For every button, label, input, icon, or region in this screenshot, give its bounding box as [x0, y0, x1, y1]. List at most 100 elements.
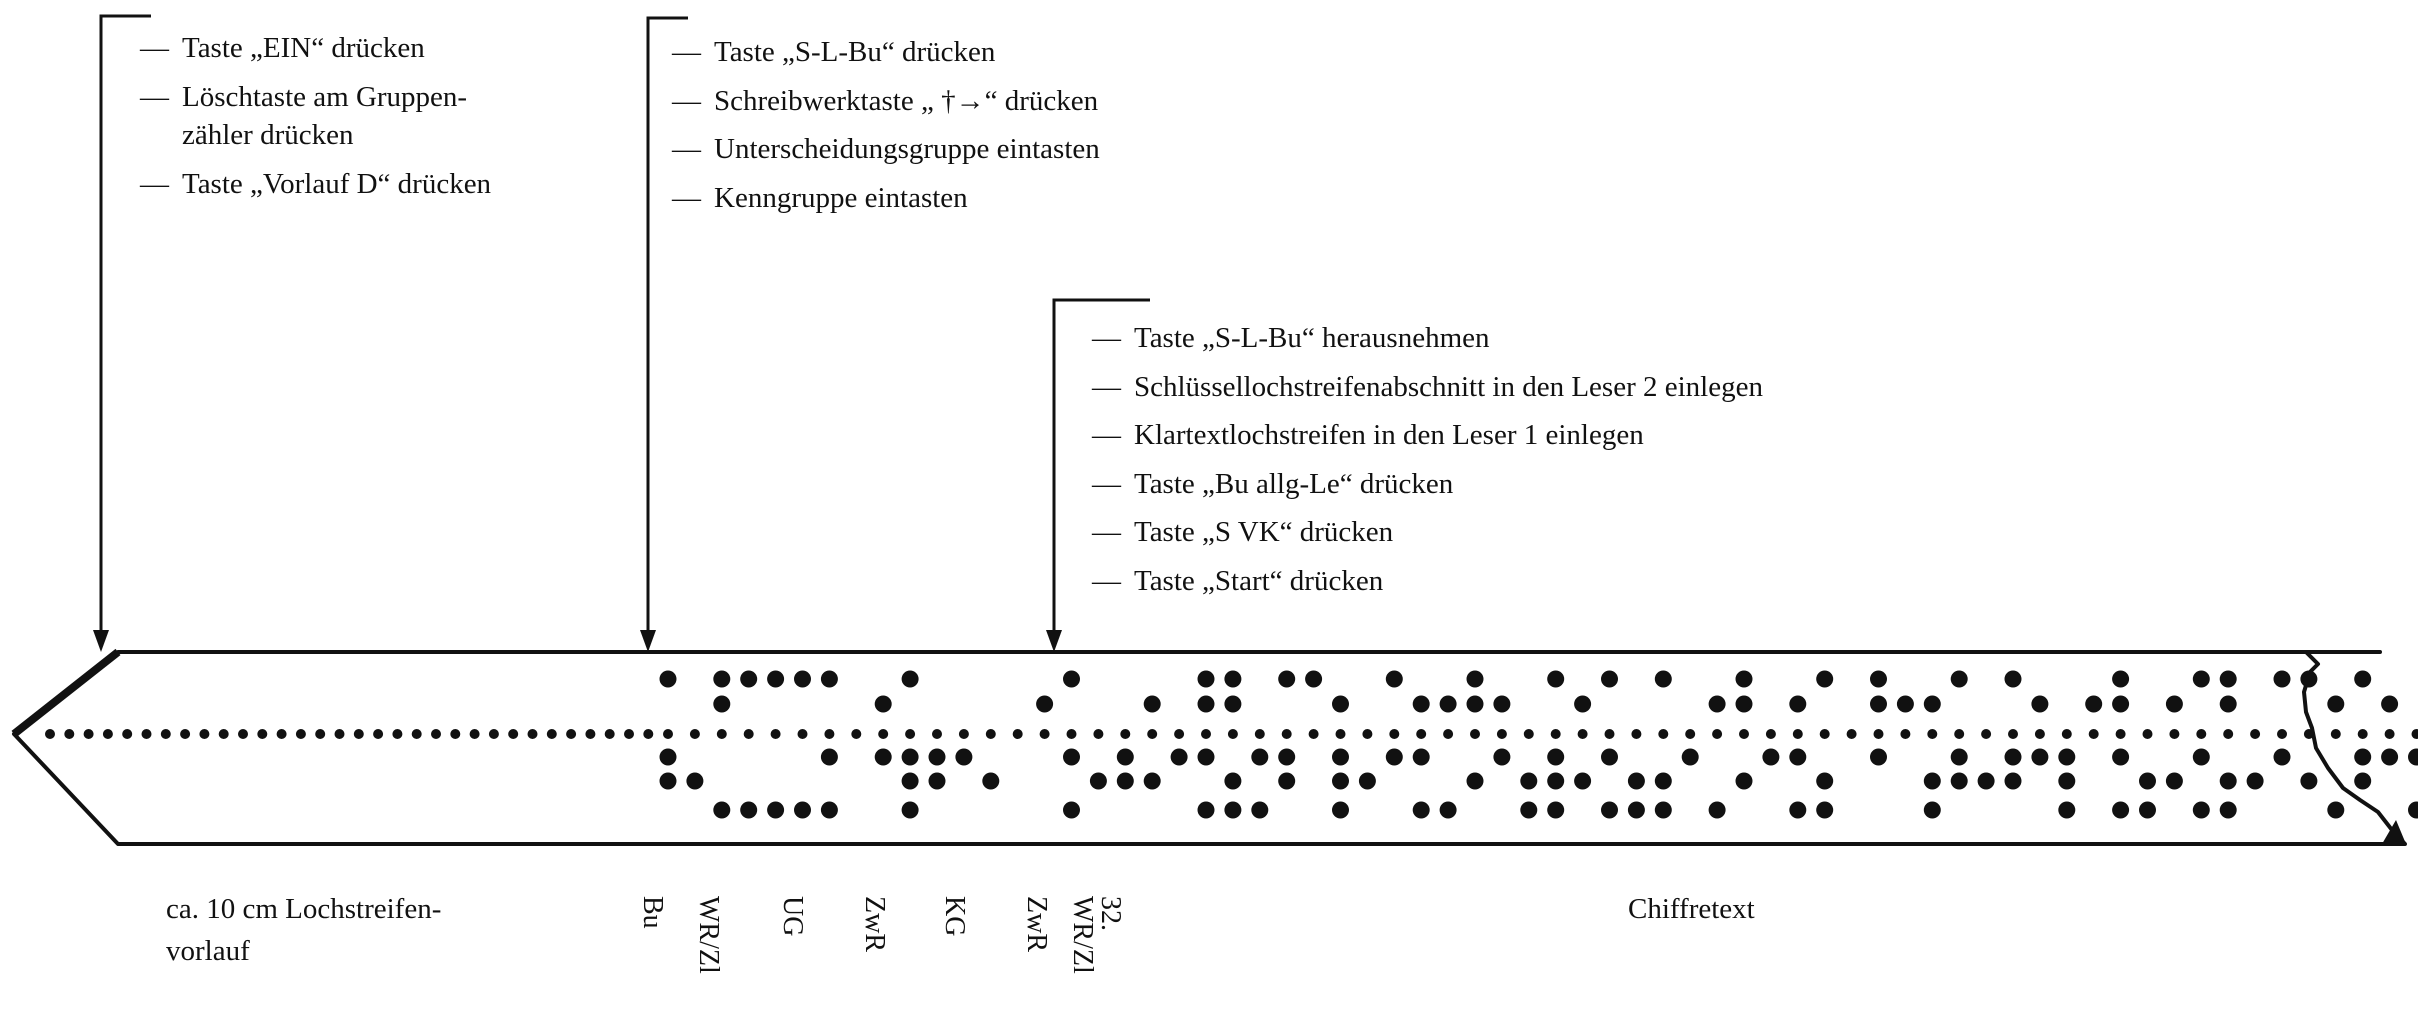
code-hole	[2354, 772, 2372, 790]
leader-feed-hole	[373, 729, 384, 739]
leader-label-line: ca. 10 cm Lochstreifen-	[166, 893, 442, 925]
code-hole	[1735, 695, 1753, 713]
code-hole	[1197, 695, 1215, 713]
code-hole	[1547, 670, 1565, 688]
code-hole	[1574, 772, 1592, 790]
feed-hole	[1201, 729, 1211, 739]
code-hole	[1412, 695, 1430, 713]
pointer-line-third	[1052, 298, 1150, 635]
code-hole	[659, 670, 677, 688]
code-hole	[1547, 801, 1565, 819]
code-hole	[686, 772, 704, 790]
feed-hole	[1739, 729, 1749, 739]
leader-label: ca. 10 cm Lochstreifen- vorlauf	[166, 888, 441, 972]
code-hole	[1574, 695, 1592, 713]
feed-hole	[1308, 729, 1319, 739]
code-hole	[2112, 670, 2130, 688]
code-hole	[982, 772, 1000, 790]
instruction-item: Schreibwerktaste „ †→“ drücken	[672, 77, 1100, 126]
column-label-ug: UG	[777, 896, 808, 937]
instruction-item: Taste „S VK“ drücken	[1092, 508, 1763, 557]
code-hole	[2219, 772, 2237, 790]
feed-hole	[1954, 729, 1965, 739]
column-label-bu: Bu	[637, 896, 668, 929]
code-hole	[1063, 670, 1080, 688]
instruction-item: Taste „S-L-Bu“ drücken	[672, 28, 1100, 77]
code-hole	[1735, 772, 1753, 790]
feed-hole	[1362, 729, 1373, 739]
leader-feed-hole	[141, 729, 152, 739]
feed-hole	[2250, 729, 2261, 739]
code-hole	[1950, 748, 1968, 766]
arrowhead-third	[1046, 630, 1062, 652]
code-hole	[1520, 772, 1538, 790]
leader-feed-hole	[257, 729, 268, 739]
leader-feed-hole	[353, 729, 364, 739]
code-hole	[1923, 772, 1941, 790]
code-hole	[1332, 772, 1349, 790]
code-hole	[1896, 695, 1914, 713]
feed-hole	[1389, 729, 1400, 739]
feed-hole	[797, 729, 808, 739]
code-hole	[2058, 748, 2076, 766]
code-hole	[1816, 670, 1834, 688]
leader-feed-hole	[160, 729, 171, 739]
column-label-kg: KG	[939, 896, 970, 937]
feed-hole	[1712, 729, 1723, 739]
feed-hole	[1550, 729, 1561, 739]
feed-hole	[1819, 729, 1830, 739]
code-hole	[1950, 772, 1968, 790]
code-hole	[2112, 801, 2130, 819]
feed-hole	[689, 729, 700, 739]
feed-hole	[1873, 729, 1884, 739]
code-hole	[2300, 772, 2318, 790]
feed-hole	[2008, 729, 2018, 739]
feed-hole	[2330, 729, 2341, 739]
instruction-group-third: Taste „S-L-Bu“ herausnehmen Schlüsselloc…	[1092, 314, 1763, 605]
arrowhead-start	[93, 630, 109, 652]
code-hole	[1547, 772, 1565, 790]
leader-feed-hole	[508, 729, 519, 739]
code-hole	[1520, 801, 1538, 819]
leader-feed-hole	[643, 729, 654, 739]
leader-feed-hole	[180, 729, 191, 739]
tape-torn-end-mark	[2382, 820, 2406, 844]
code-hole	[2139, 801, 2156, 819]
code-hole	[1143, 695, 1161, 713]
leader-feed-hole	[527, 729, 538, 739]
code-hole	[1197, 748, 1215, 766]
feed-hole	[2142, 729, 2153, 739]
leader-feed-hole	[295, 729, 306, 739]
arrowhead-second	[640, 630, 656, 652]
code-hole	[901, 670, 919, 688]
code-hole	[2273, 748, 2291, 766]
instruction-item: Taste „Start“ drücken	[1092, 557, 1763, 606]
code-hole	[1439, 695, 1457, 713]
feed-hole	[1981, 729, 1992, 739]
code-hole	[1197, 801, 1215, 819]
leader-feed-hole	[411, 729, 422, 739]
code-hole	[1170, 748, 1188, 766]
code-hole	[1654, 801, 1672, 819]
code-hole	[2273, 670, 2291, 688]
code-hole	[794, 670, 811, 688]
feed-hole	[2384, 729, 2395, 739]
code-hole	[2139, 772, 2156, 790]
code-hole	[2165, 772, 2183, 790]
code-hole	[874, 695, 892, 713]
feed-hole	[905, 729, 916, 739]
code-hole	[1681, 748, 1699, 766]
code-hole	[820, 748, 838, 766]
code-hole	[901, 772, 919, 790]
code-hole	[713, 695, 731, 713]
leader-feed-hole	[199, 729, 210, 739]
code-hole	[1385, 748, 1403, 766]
leader-feed-hole	[334, 729, 345, 739]
code-hole	[1036, 695, 1054, 713]
feed-hole	[2061, 729, 2072, 739]
feed-hole	[1227, 729, 1238, 739]
code-hole	[1251, 801, 1269, 819]
code-hole	[1735, 670, 1753, 688]
code-hole	[2408, 801, 2418, 819]
code-hole	[2058, 772, 2076, 790]
